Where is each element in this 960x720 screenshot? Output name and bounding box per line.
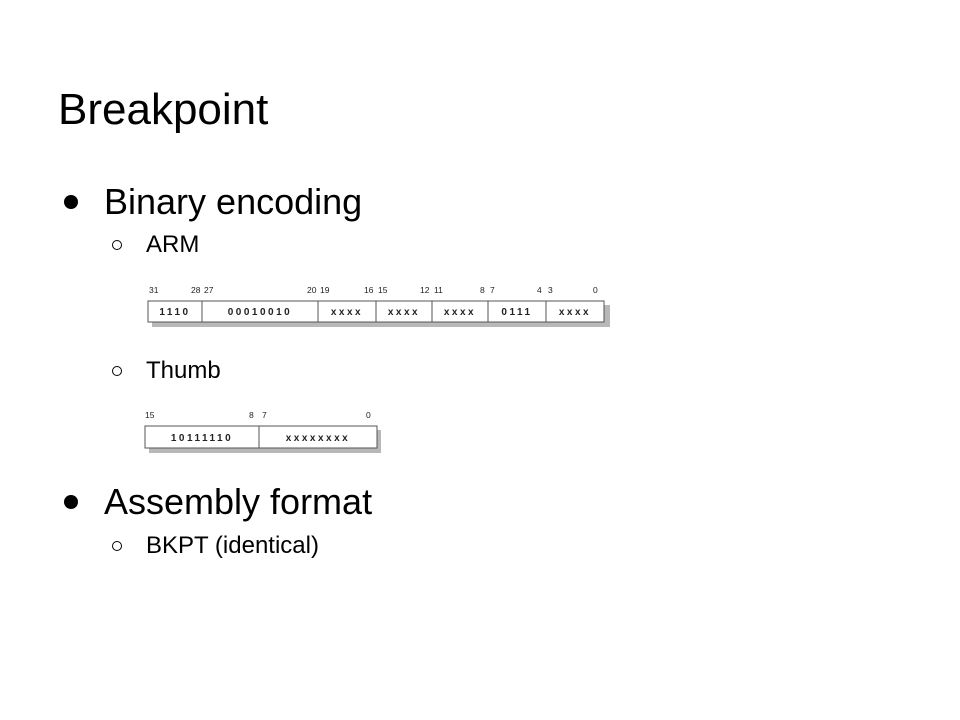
- sub-bullet-ring-icon: [112, 541, 122, 552]
- arm-encoding-diagram: 1110 00010010 xxxx xxxx xxxx 0111 xxxx 3…: [147, 285, 610, 327]
- bit-position: 20: [307, 285, 317, 295]
- bullet-dot-icon: [64, 494, 78, 509]
- bit-field: 1110: [159, 307, 190, 318]
- bullet-assembly-format: Assembly format: [64, 480, 372, 523]
- bit-position: 12: [420, 285, 430, 295]
- bit-position: 31: [149, 285, 159, 295]
- bit-position: 28: [191, 285, 201, 295]
- bit-position: 15: [378, 285, 388, 295]
- bit-position: 4: [537, 285, 542, 295]
- bit-field: xxxxxxxx: [286, 433, 351, 444]
- sub-bullet-ring-icon: [112, 240, 122, 251]
- bit-field: 00010010: [228, 307, 293, 318]
- bit-field: xxxx: [444, 307, 476, 318]
- diagram-frame: [144, 425, 378, 449]
- bit-position: 7: [490, 285, 495, 295]
- bit-field: xxxx: [331, 307, 363, 318]
- bit-field: 0111: [501, 307, 532, 318]
- sub-bullet-label: Thumb: [146, 357, 221, 384]
- bit-field: xxxx: [559, 307, 591, 318]
- sub-bullet-arm: ARM: [112, 231, 199, 260]
- bit-position: 0: [366, 410, 371, 420]
- sub-bullet-label: ARM: [146, 231, 200, 258]
- sub-bullet-thumb: Thumb: [112, 357, 221, 386]
- bullet-label: Binary encoding: [104, 181, 363, 222]
- bit-position: 19: [320, 285, 330, 295]
- bullet-label: Assembly format: [104, 481, 373, 522]
- sub-bullet-label: BKPT (identical): [146, 532, 319, 559]
- bit-field: xxxx: [388, 307, 420, 318]
- bullet-dot-icon: [64, 194, 78, 209]
- thumb-encoding-diagram: 10111110 xxxxxxxx 15 8 7 0: [144, 410, 381, 453]
- sub-bullet-bkpt: BKPT (identical): [112, 532, 319, 561]
- bit-position: 8: [480, 285, 485, 295]
- bit-position: 27: [204, 285, 214, 295]
- slide-title: Breakpoint: [58, 85, 269, 134]
- bullet-binary-encoding: Binary encoding: [64, 180, 362, 223]
- sub-bullet-ring-icon: [112, 366, 122, 377]
- bit-position: 16: [364, 285, 374, 295]
- bit-position: 8: [249, 410, 254, 420]
- bit-position: 3: [548, 285, 553, 295]
- bit-field: 10111110: [171, 433, 233, 444]
- bit-position: 11: [434, 285, 443, 295]
- bit-position: 0: [593, 285, 598, 295]
- bit-position: 7: [262, 410, 267, 420]
- bit-position: 15: [145, 410, 155, 420]
